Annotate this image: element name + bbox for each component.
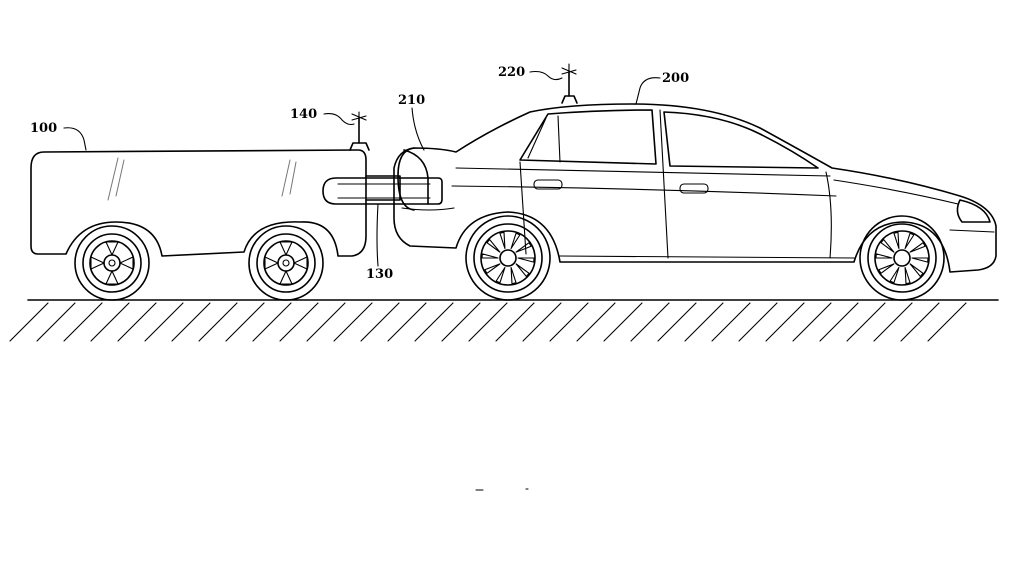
- hatch-line: [90, 302, 130, 342]
- hatch-line: [792, 302, 832, 342]
- vehicle-200: [393, 63, 997, 301]
- wheel-spoke: [909, 242, 926, 253]
- vehicle-200-wheel-front: [859, 215, 945, 301]
- hatch-line: [603, 302, 643, 342]
- wheel-spoke: [909, 263, 924, 277]
- wheel-spoke: [911, 257, 929, 263]
- hatch-line: [522, 302, 562, 342]
- hatch-line: [900, 302, 940, 342]
- leader-100: [63, 127, 87, 151]
- hatch-line: [846, 302, 886, 342]
- hatch-line: [576, 302, 616, 342]
- hatch-line: [144, 302, 184, 342]
- wheel-spoke: [486, 239, 501, 253]
- wheel-spoke: [875, 253, 893, 259]
- hatch-line: [549, 302, 589, 342]
- wheel-spoke: [499, 231, 506, 250]
- wheel-spoke: [515, 242, 532, 253]
- hatch-line: [360, 302, 400, 342]
- hatch-line: [765, 302, 805, 342]
- wheel-spoke: [904, 232, 915, 250]
- leader-200: [635, 77, 661, 105]
- vehicle-200-wheel-rear-spokes: [481, 231, 535, 285]
- coupler-130: [322, 175, 443, 205]
- vehicle-200-wheel-front-spokes: [875, 231, 929, 285]
- hatch-line: [441, 302, 481, 342]
- hatch-line: [468, 302, 508, 342]
- ref-label-140: 140: [290, 107, 317, 122]
- hatch-line: [657, 302, 697, 342]
- hatch-line: [495, 302, 535, 342]
- ref-220: 220: [498, 65, 563, 81]
- ref-label-220: 220: [498, 65, 525, 80]
- ref-140: 140: [290, 107, 355, 126]
- leader-140: [323, 113, 355, 126]
- wheel-spoke: [889, 266, 900, 284]
- ref-130: 130: [366, 203, 393, 282]
- wheel-spoke: [904, 266, 911, 285]
- ref-label-130: 130: [366, 267, 393, 282]
- hatch-line: [873, 302, 913, 342]
- hatch-line: [63, 302, 103, 342]
- ref-label-200: 200: [662, 71, 689, 86]
- ground: [9, 299, 999, 342]
- wheel-spoke: [517, 257, 535, 263]
- hatch-line: [36, 302, 76, 342]
- hatch-line: [9, 302, 49, 342]
- hatch-line: [414, 302, 454, 342]
- hatch-line: [711, 302, 751, 342]
- hatch-line: [684, 302, 724, 342]
- wheel-spoke: [481, 253, 499, 259]
- hatch-line: [333, 302, 373, 342]
- leader-210: [411, 107, 425, 151]
- wheel-spoke: [495, 266, 506, 284]
- wheel-spoke: [878, 263, 895, 274]
- ref-label-100: 100: [30, 121, 57, 136]
- wheel-spoke: [510, 232, 521, 250]
- vehicle-100-wheel-rear: [74, 225, 150, 301]
- hatch-line: [252, 302, 292, 342]
- hatch-line: [927, 302, 967, 342]
- hatch-line: [819, 302, 859, 342]
- hatch-line: [117, 302, 157, 342]
- ref-210: 210: [398, 93, 425, 151]
- wheel-spoke: [515, 263, 530, 277]
- ref-100: 100: [30, 121, 87, 151]
- hatch-line: [279, 302, 319, 342]
- wheel-spoke: [510, 266, 517, 285]
- wheel-spoke: [880, 239, 895, 253]
- leader-220: [529, 70, 563, 81]
- vehicle-200-wheel-rear: [465, 215, 551, 301]
- wheel-spoke: [893, 231, 900, 250]
- hatch-line: [171, 302, 211, 342]
- hatch-line: [198, 302, 238, 342]
- ref-label-210: 210: [398, 93, 425, 108]
- hatch-line: [630, 302, 670, 342]
- hatch-line: [306, 302, 346, 342]
- leader-130: [376, 203, 379, 267]
- hatch-line: [225, 302, 265, 342]
- vehicle-100-wheel-front: [248, 225, 324, 301]
- ground-hatching: [9, 302, 967, 342]
- hatch-line: [738, 302, 778, 342]
- hatch-line: [387, 302, 427, 342]
- wheel-spoke: [484, 263, 501, 274]
- ref-200: 200: [635, 71, 689, 105]
- vehicle-100: [30, 111, 370, 301]
